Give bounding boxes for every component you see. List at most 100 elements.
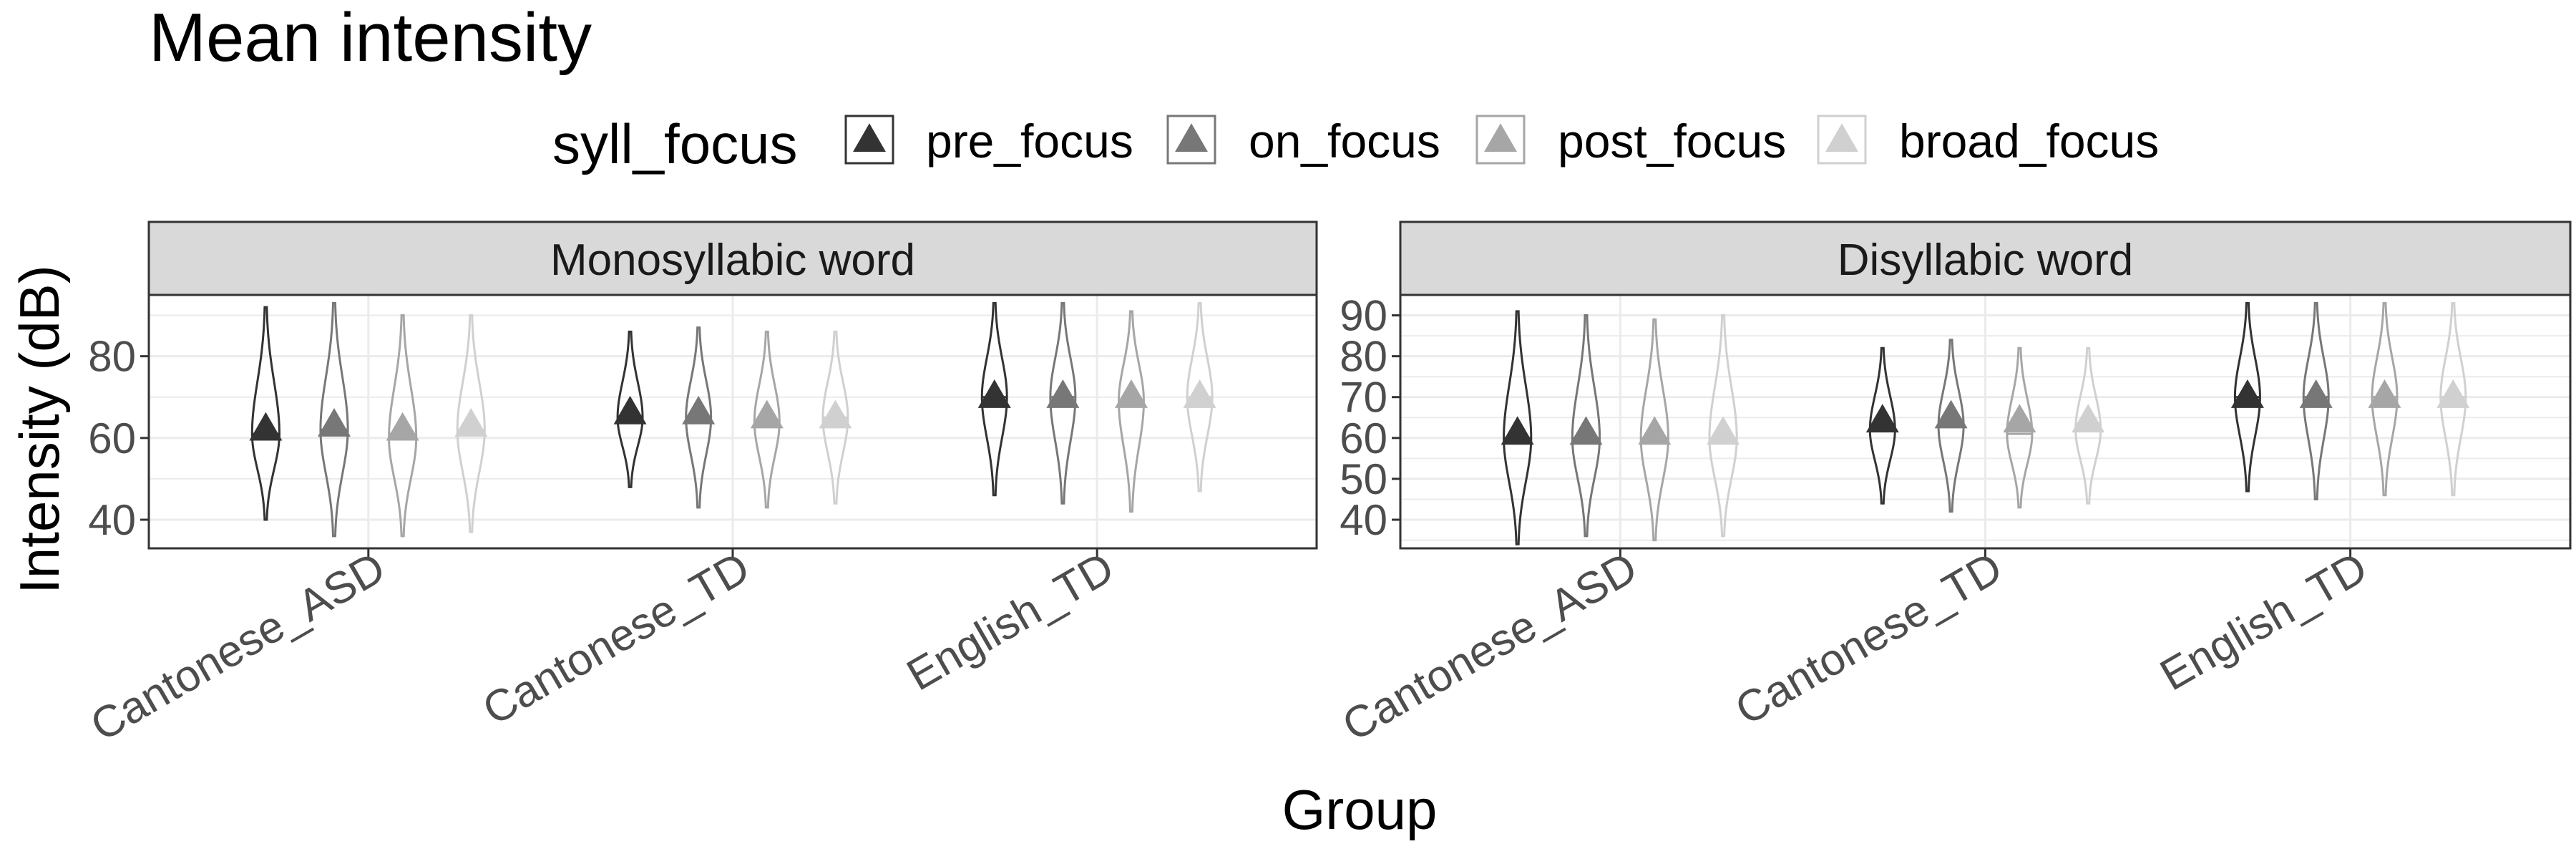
violin-broad-focus xyxy=(1183,301,1216,492)
violin-pre-focus xyxy=(977,301,1011,497)
violin-outline xyxy=(2371,301,2399,497)
facet-strip xyxy=(147,220,1318,296)
legend-item-post-focus: post_focus xyxy=(1475,115,1786,168)
violin-outline xyxy=(388,314,418,538)
mean-triangle-marker xyxy=(2072,404,2105,433)
violin-outline xyxy=(685,326,713,509)
violin-outline xyxy=(980,301,1008,497)
legend-label: broad_focus xyxy=(1899,115,2159,168)
y-tick-label: 50 xyxy=(1340,455,1387,503)
violin-post-focus xyxy=(1114,310,1148,513)
mean-triangle-marker xyxy=(2230,379,2264,408)
legend-triangle-icon xyxy=(853,123,886,152)
mean-triangle-marker xyxy=(682,395,716,424)
violin-outline xyxy=(2439,301,2467,497)
violin-outline xyxy=(456,314,486,533)
violin-outline xyxy=(2233,301,2261,492)
facet-strip-label: Monosyllabic word xyxy=(550,236,915,285)
legend-item-on-focus: on_focus xyxy=(1166,115,1440,168)
violin-on-focus xyxy=(682,326,716,509)
chart-title: Mean intensity xyxy=(149,0,592,76)
violin-broad-focus xyxy=(819,330,852,505)
violin-outline xyxy=(821,330,849,505)
legend-triangle-icon xyxy=(1825,123,1858,152)
violin-on-focus xyxy=(318,301,351,538)
panel-border xyxy=(147,293,1318,550)
legend-items: pre_focus on_focus post_focus broad_focus xyxy=(844,115,2159,168)
mean-triangle-marker xyxy=(454,408,488,437)
mean-triangle-marker xyxy=(2299,379,2333,408)
mean-triangle-marker xyxy=(1046,379,1080,408)
x-tick-label: Cantonese_ASD xyxy=(1335,543,1645,751)
mean-triangle-marker xyxy=(1569,416,1603,445)
mean-triangle-marker xyxy=(386,412,419,441)
violin-broad-focus xyxy=(2436,301,2470,497)
legend-label: post_focus xyxy=(1558,115,1786,168)
y-tick-label: 80 xyxy=(1340,333,1387,381)
mean-triangle-marker xyxy=(819,399,852,429)
violin-on-focus xyxy=(1569,314,1603,538)
y-axis-label: Intensity (dB) xyxy=(8,265,71,594)
y-tick-label: 80 xyxy=(88,333,136,381)
x-tick-label: English_TD xyxy=(2152,543,2376,700)
violin-outline xyxy=(250,306,280,521)
x-axis-label: Group xyxy=(1282,778,1438,841)
panel-border xyxy=(1399,293,2572,550)
mean-triangle-marker xyxy=(1638,416,1672,445)
panel-disyllabic: Disyllabic word405060708090Cantonese_ASD… xyxy=(1335,220,2572,751)
y-tick-label: 40 xyxy=(1340,496,1387,544)
violin-post-focus xyxy=(386,314,419,538)
violin-post-focus xyxy=(2003,346,2036,509)
violin-outline xyxy=(1639,318,1669,542)
mean-triangle-marker xyxy=(750,399,784,429)
violin-outline xyxy=(319,301,349,538)
legend-title: syll_focus xyxy=(552,112,797,175)
y-tick-label: 40 xyxy=(88,496,136,544)
legend-item-broad-focus: broad_focus xyxy=(1817,115,2159,168)
facet-strip xyxy=(1399,220,2572,296)
y-tick-label: 60 xyxy=(1340,414,1387,462)
legend: syll_focus pre_focus on_focus post_focus br… xyxy=(552,112,2159,175)
mean-triangle-marker xyxy=(1934,399,1968,429)
violin-outline xyxy=(1708,314,1738,538)
mean-triangle-marker xyxy=(1865,404,1899,433)
y-tick-label: 90 xyxy=(1340,292,1387,340)
violin-broad-focus xyxy=(454,314,488,533)
violin-outline xyxy=(1937,339,1965,513)
violin-pre-focus xyxy=(1865,346,1899,505)
violin-post-focus xyxy=(750,330,784,509)
mean-triangle-marker xyxy=(1183,379,1216,408)
violin-outline xyxy=(1049,301,1077,505)
facet-strip-label: Disyllabic word xyxy=(1838,236,2133,285)
mean-triangle-marker xyxy=(977,379,1011,408)
violin-outline xyxy=(1503,310,1533,545)
violin-post-focus xyxy=(2368,301,2401,497)
violin-on-focus xyxy=(1934,339,1968,513)
x-tick-label: Cantonese_ASD xyxy=(82,543,393,751)
legend-triangle-icon xyxy=(1484,123,1517,152)
mean-triangle-marker xyxy=(2436,379,2470,408)
violin-outline xyxy=(1571,314,1601,538)
violin-outline xyxy=(1118,310,1145,513)
mean-triangle-marker xyxy=(2368,379,2401,408)
legend-label: pre_focus xyxy=(926,115,1133,168)
violin-broad-focus xyxy=(2072,346,2105,505)
violin-outline xyxy=(616,330,644,488)
violin-on-focus xyxy=(2299,301,2333,500)
mean-triangle-marker xyxy=(249,412,283,441)
violin-outline xyxy=(2006,346,2034,509)
violin-outline xyxy=(1186,301,1214,492)
violin-outline xyxy=(753,330,781,509)
violin-pre-focus xyxy=(1501,310,1534,545)
mean-triangle-marker xyxy=(1707,416,1740,445)
mean-triangle-marker xyxy=(613,395,647,424)
mean-triangle-marker xyxy=(1114,379,1148,408)
violin-on-focus xyxy=(1046,301,1080,505)
legend-label: on_focus xyxy=(1249,115,1440,168)
violin-broad-focus xyxy=(1707,314,1740,538)
mean-triangle-marker xyxy=(1501,416,1534,445)
violin-outline xyxy=(2074,346,2102,505)
